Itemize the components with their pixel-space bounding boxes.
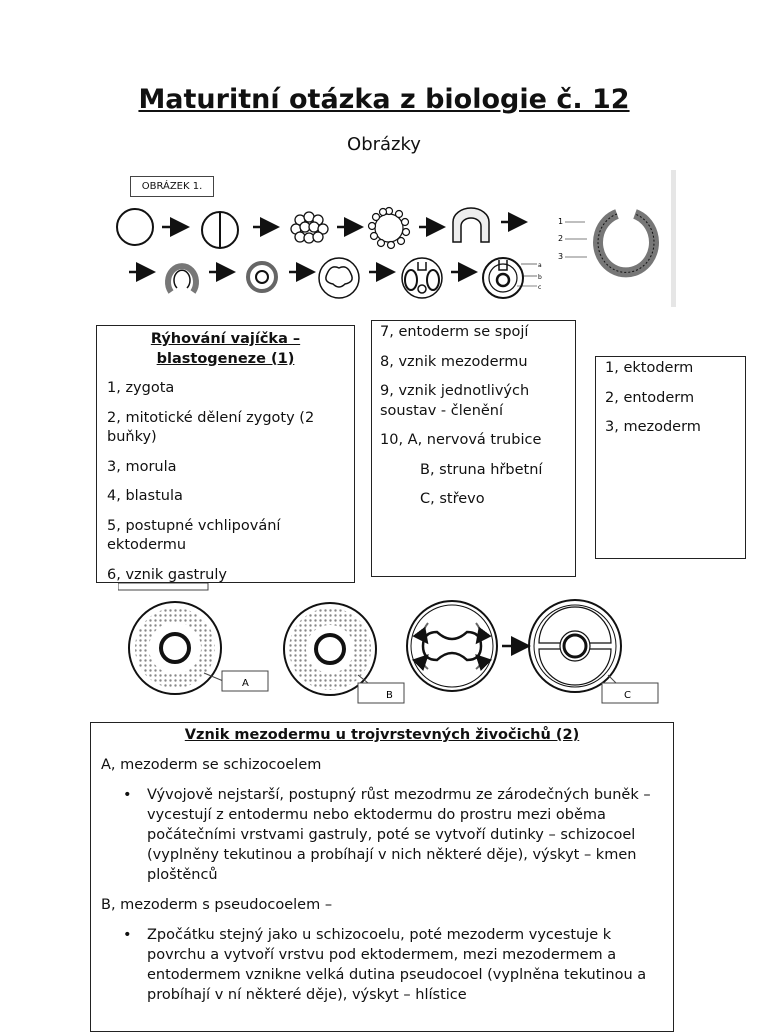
- invagination-stage: [452, 207, 490, 243]
- label-box: [221, 670, 269, 692]
- box-heading: Vznik mezodermu u trojvrstevných živočic…: [184, 727, 580, 743]
- label-b: B: [386, 690, 393, 701]
- coelom-stage: [318, 257, 360, 299]
- list-item: 2, entoderm: [605, 389, 695, 406]
- list-item: 9, vznik jednotlivých soustav - členění: [380, 383, 530, 419]
- layer-letter: b: [538, 274, 542, 281]
- label-box: [601, 682, 659, 704]
- coelom-formation-cross-section: [406, 600, 498, 692]
- layer-number: 2: [558, 234, 563, 243]
- list-item: 8, vznik mezodermu: [380, 353, 528, 370]
- list-subitem: B, struna hřbetní: [420, 461, 543, 478]
- bullet-item: • Vývojově nejstarší, postupný růst mezo…: [101, 785, 663, 885]
- organ-systems-stage: [482, 257, 537, 299]
- mesoderm-formation-box: Vznik mezodermu u trojvrstevných živočic…: [90, 722, 674, 1032]
- blastula-stage: [367, 206, 411, 250]
- two-cell-stage: [201, 211, 239, 249]
- development-box: 7, entoderm se spojí 8, vznik mezodermu …: [371, 320, 576, 577]
- layer-number: 1: [558, 217, 563, 226]
- morula-stage: [290, 211, 329, 244]
- eucoelom-cross-section: [528, 599, 622, 693]
- pseudocoel-cross-section: [283, 602, 377, 696]
- cleavage-box: Rýhování vajíčka – blastogeneze (1) 1, z…: [96, 325, 355, 583]
- list-item: 1, zygota: [107, 380, 175, 396]
- list-item: 1, ektoderm: [605, 360, 694, 376]
- label-a: A: [242, 678, 249, 689]
- bullet-text: Vývojově nejstarší, postupný růst mezodr…: [147, 787, 651, 883]
- mesoderm-stage: [246, 261, 278, 293]
- label-c: C: [624, 690, 631, 701]
- bullet-item: • Zpočátku stejný jako u schizocoelu, po…: [101, 925, 663, 1005]
- schizocoel-cross-section: [128, 601, 222, 695]
- list-item: 3, mezoderm: [605, 419, 701, 435]
- layer-letter: a: [538, 262, 542, 269]
- box-heading: Rýhování vajíčka – blastogeneze (1): [150, 331, 301, 367]
- label-box: [357, 682, 405, 704]
- list-item: 6, vznik gastruly: [107, 566, 227, 583]
- bullet-icon: •: [123, 787, 132, 803]
- list-item: 2, mitotické dělení zygoty (2 buňky): [107, 409, 315, 446]
- list-item: 3, morula: [107, 458, 177, 475]
- figure-label: OBRÁZEK 1.: [130, 176, 214, 197]
- layer-number: 3: [558, 252, 563, 261]
- list-item: 10, A, nervová trubice: [380, 432, 542, 448]
- list-subitem: C, střevo: [420, 491, 485, 507]
- layer-letter: c: [538, 284, 541, 291]
- list-item: 7, entoderm se spojí: [380, 324, 529, 340]
- mesoderm-diagram: A B C: [118, 583, 659, 704]
- zygote-stage: [116, 208, 154, 246]
- gastrula-stage: [165, 263, 199, 294]
- list-item: 5, postupné vchlipování ektodermu: [107, 517, 281, 554]
- page-subtitle: Obrázky: [347, 134, 421, 155]
- segmentation-stage: [401, 257, 443, 299]
- page-title: Maturitní otázka z biologie č. 12: [138, 84, 630, 115]
- bullet-icon: •: [123, 927, 132, 943]
- section-heading: A, mezoderm se schizocoelem: [101, 757, 322, 773]
- list-item: 4, blastula: [107, 488, 183, 504]
- gastrula-stage: [593, 209, 659, 278]
- section-heading: B, mezoderm s pseudocoelem –: [101, 897, 333, 913]
- germ-layers-box: 1, ektoderm 2, entoderm 3, mezoderm: [595, 356, 746, 559]
- bullet-text: Zpočátku stejný jako u schizocoelu, poté…: [147, 927, 647, 1003]
